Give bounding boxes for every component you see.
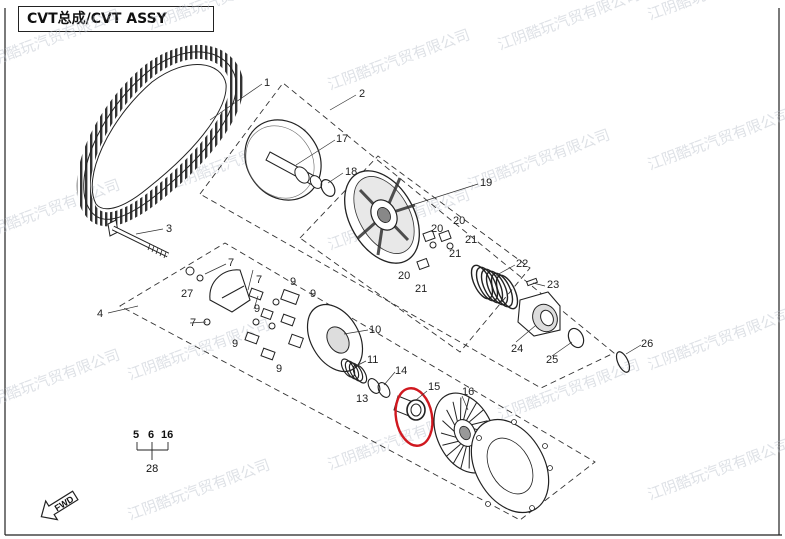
callout-21a: 21 (465, 234, 477, 246)
fan-blade (469, 409, 484, 423)
kit-part-16: 16 (161, 429, 173, 441)
main-bolt (107, 219, 170, 259)
outer-cover (470, 418, 553, 514)
callout-14: 14 (395, 365, 407, 377)
bearing-15 (406, 399, 426, 421)
watermark: 江阴酷玩汽贸有限公司 (495, 0, 642, 54)
watermark: 江阴酷玩汽贸有限公司 (325, 26, 472, 94)
callout-20b: 20 (453, 215, 465, 227)
frame-border (4, 8, 782, 536)
callout-22: 22 (516, 258, 528, 270)
watermark: 江阴酷玩汽贸有限公司 (645, 306, 785, 374)
kit-part-6: 6 (148, 429, 154, 441)
movable-sheave (344, 170, 420, 264)
fan-blade (446, 443, 461, 457)
fan-blade (466, 401, 478, 421)
callout-11: 11 (367, 354, 378, 366)
fan-blade (442, 440, 459, 446)
callout-13: 13 (356, 393, 368, 405)
spring-11 (340, 358, 368, 384)
watermark: 江阴酷玩汽贸有限公司 (645, 436, 785, 504)
callout-9e: 9 (276, 363, 282, 375)
callout-labels: 1 2 3 4 7 7 7 9 9 9 9 9 10 11 13 14 15 1… (97, 77, 653, 405)
callout-9c: 9 (254, 303, 260, 315)
kit-number: 28 (146, 463, 158, 475)
drive-belt (76, 44, 244, 227)
watermark: 江阴酷玩汽贸有限公司 (145, 0, 292, 34)
callout-7c: 7 (190, 317, 196, 329)
watermark: 江阴酷玩汽贸有限公司 (0, 346, 122, 414)
forward-direction-arrow: FWD (40, 490, 79, 521)
callout-2: 2 (359, 88, 365, 100)
spring (470, 264, 519, 310)
leader-lines (107, 83, 642, 411)
callout-18: 18 (345, 166, 357, 178)
fan-blade (460, 445, 468, 469)
callout-20a: 20 (431, 223, 443, 235)
pin-23 (525, 277, 539, 287)
o-ring-18 (320, 179, 336, 197)
callout-4: 4 (97, 308, 103, 320)
callout-9a: 9 (290, 276, 296, 288)
washers-13 (367, 378, 391, 398)
driven-sheave (306, 303, 364, 373)
callout-17: 17 (336, 133, 348, 145)
callout-21b: 21 (449, 248, 461, 260)
o-ring-25 (567, 327, 585, 349)
kit-part-5: 5 (133, 429, 139, 441)
callout-9b: 9 (310, 288, 316, 300)
callout-20c: 20 (398, 270, 410, 282)
slider-parts (416, 229, 454, 271)
diagram-title: CVT总成/CVT ASSY (18, 6, 214, 32)
o-ring-26 (615, 351, 631, 373)
callout-24: 24 (511, 343, 523, 355)
callout-9d: 9 (232, 338, 238, 350)
cover-plate (185, 266, 251, 326)
callout-7a: 7 (228, 257, 234, 269)
fan-blade (440, 432, 457, 438)
watermark: 江阴酷玩汽贸有限公司 (0, 6, 122, 74)
callout-1: 1 (264, 77, 270, 89)
callout-16: 16 (462, 386, 474, 398)
watermark: 江阴酷玩汽贸有限公司 (645, 106, 785, 174)
roller-weights (244, 287, 304, 361)
callout-21c: 21 (415, 283, 427, 295)
fan-blade (452, 445, 464, 465)
callout-10: 10 (369, 324, 381, 336)
fan-blade (462, 397, 470, 421)
callout-19: 19 (480, 177, 492, 189)
watermark: 江阴酷玩汽贸有限公司 (125, 316, 272, 384)
watermark: 江阴酷玩汽贸有限公司 (495, 356, 642, 424)
highlight-circle (394, 387, 434, 447)
callout-3: 3 (166, 223, 172, 235)
callout-15: 15 (428, 381, 440, 393)
callout-23: 23 (547, 279, 559, 291)
kit-callout: 5 6 16 28 (133, 429, 173, 475)
fixed-sheave (244, 119, 323, 201)
callout-7b: 7 (256, 274, 262, 286)
spider-cam (517, 291, 561, 337)
fan-blade (471, 420, 488, 426)
callout-27: 27 (181, 288, 193, 300)
watermark: 江阴酷玩汽贸有限公司 (645, 0, 785, 24)
callout-25: 25 (546, 354, 558, 366)
watermark: 江阴酷玩汽贸有限公司 (0, 176, 122, 244)
callout-26: 26 (641, 338, 653, 350)
